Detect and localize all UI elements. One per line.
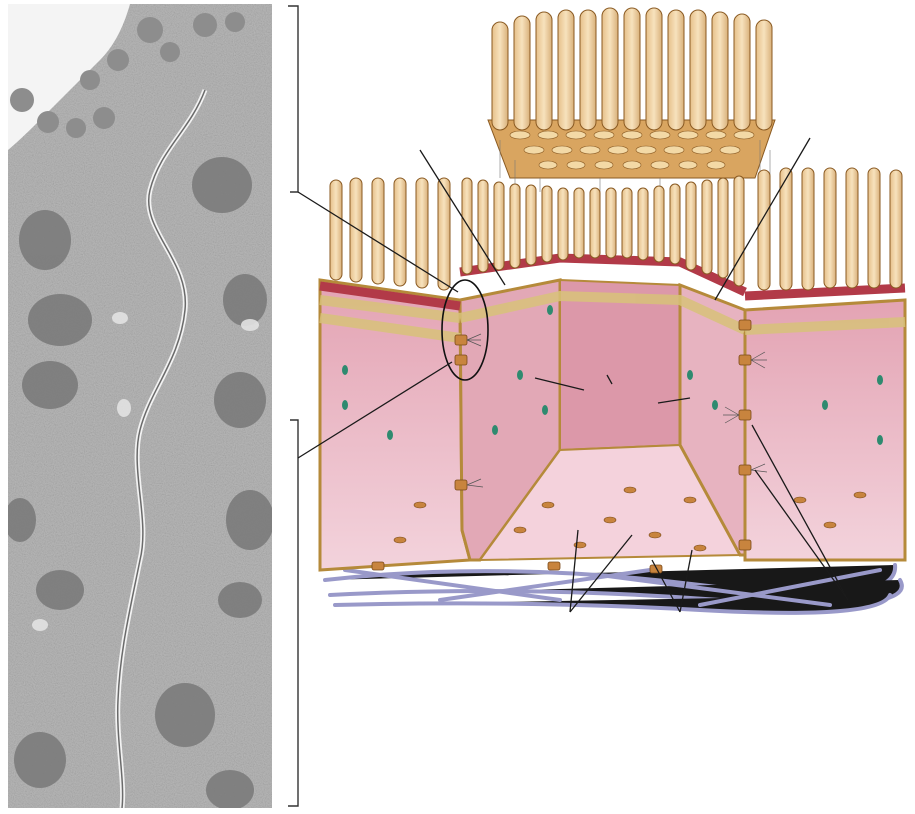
- basal-lamina-fibers: [325, 565, 902, 613]
- inset-microvilli: [492, 8, 772, 130]
- apical-microvilli: [330, 168, 902, 290]
- electron-micrograph: [4, 4, 274, 810]
- cell-right: [745, 300, 905, 560]
- epithelium-block: [320, 168, 905, 613]
- lower-bracket: [288, 420, 298, 806]
- microvilli-inset: [488, 8, 775, 192]
- cell-center-back: [560, 280, 680, 450]
- upper-bracket: [288, 6, 298, 192]
